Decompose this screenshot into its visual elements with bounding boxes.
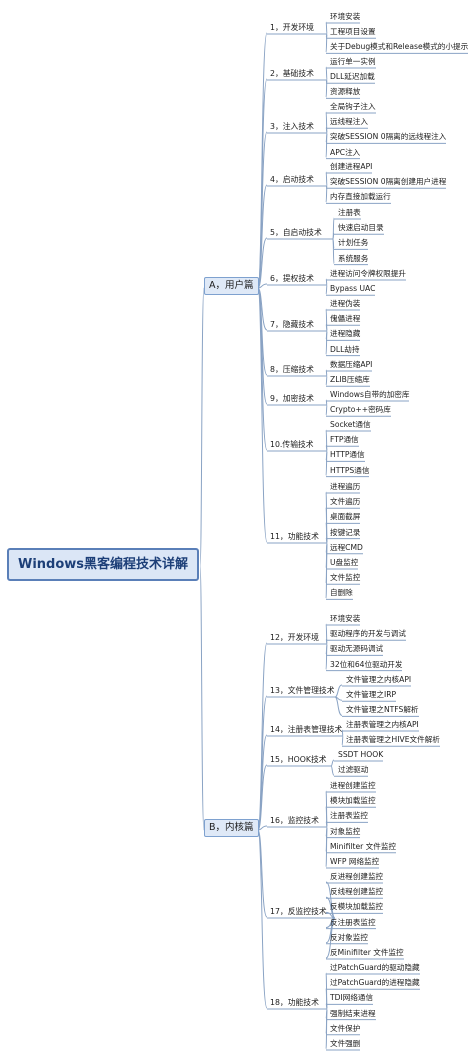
leaf-item[interactable]: 过PatchGuard的驱动隐藏: [330, 963, 420, 972]
category-15[interactable]: 15，HOOK技术: [270, 755, 327, 764]
category-8[interactable]: 8，压缩技术: [270, 365, 314, 374]
leaf-item[interactable]: 注册表: [338, 208, 361, 217]
leaf-item[interactable]: 注册表管理之HIVE文件解析: [346, 735, 440, 745]
category-13[interactable]: 13，文件管理技术: [270, 686, 335, 695]
category-12[interactable]: 12，开发环境: [270, 633, 319, 642]
leaf-item[interactable]: 远程CMD: [330, 542, 363, 552]
leaf-item[interactable]: 桌面截屏: [330, 512, 361, 522]
leaf-item[interactable]: DLL延迟加载: [330, 72, 375, 82]
leaf-item[interactable]: 环境安装: [330, 614, 361, 623]
category-11[interactable]: 11，功能技术: [270, 532, 319, 541]
leaf-item[interactable]: 反Minifilter 文件监控: [330, 948, 404, 957]
leaf-item[interactable]: U盘监控: [330, 558, 359, 567]
category-2[interactable]: 2，基础技术: [270, 69, 314, 78]
leaf-item[interactable]: 文件保护: [330, 1023, 361, 1033]
category-18[interactable]: 18，功能技术: [270, 998, 319, 1007]
category-16[interactable]: 16，监控技术: [270, 816, 319, 825]
leaf-item[interactable]: 计划任务: [338, 238, 369, 248]
leaf-item[interactable]: 运行单一实例: [330, 57, 376, 66]
category-4[interactable]: 4，启动技术: [270, 175, 314, 184]
leaf-item[interactable]: 突破SESSION 0隔离的远线程注入: [330, 132, 447, 142]
leaf-item[interactable]: 环境安装: [330, 12, 361, 21]
category-7[interactable]: 7，隐藏技术: [270, 320, 314, 329]
leaf-item[interactable]: HTTP通信: [330, 450, 365, 460]
leaf-item[interactable]: 文件遍历: [330, 497, 361, 507]
leaf-item[interactable]: 自删除: [330, 588, 353, 598]
leaf-item[interactable]: 注册表监控: [330, 811, 368, 821]
leaf-item[interactable]: 过PatchGuard的进程隐藏: [330, 978, 420, 988]
leaf-item[interactable]: 进程创建监控: [330, 781, 376, 790]
leaf-item[interactable]: HTTPS通信: [330, 465, 370, 475]
leaf-item[interactable]: DLL劫持: [330, 344, 360, 354]
leaf-item[interactable]: WFP 网络监控: [330, 857, 380, 866]
leaf-item[interactable]: 文件管理之NTFS解析: [346, 705, 419, 715]
leaf-item[interactable]: 进程隐藏: [330, 329, 361, 339]
leaf-item[interactable]: 资源释放: [330, 87, 361, 97]
leaf-item[interactable]: 关于Debug模式和Release模式的小提示: [330, 42, 469, 52]
leaf-item[interactable]: FTP通信: [330, 435, 359, 445]
leaf-item[interactable]: TDI网络通信: [330, 993, 374, 1003]
leaf-item[interactable]: 反模块加载监控: [330, 902, 384, 912]
leaf-item[interactable]: 进程访问令牌权限提升: [330, 269, 406, 278]
leaf-item[interactable]: 系统服务: [338, 253, 369, 263]
leaf-item[interactable]: 突破SESSION 0隔离创建用户进程: [330, 177, 447, 187]
leaf-item[interactable]: 强制结束进程: [330, 1008, 376, 1018]
category-10[interactable]: 10.传输技术: [270, 440, 314, 449]
leaf-item[interactable]: 进程伪装: [330, 299, 361, 308]
leaf-item[interactable]: 32位和64位驱动开发: [330, 659, 403, 669]
category-1[interactable]: 1，开发环境: [270, 23, 314, 32]
leaf-item[interactable]: 进程遍历: [330, 482, 361, 491]
leaf-item[interactable]: 按键记录: [330, 527, 361, 537]
leaf-item[interactable]: Socket通信: [330, 420, 371, 429]
leaf-item[interactable]: 反对象监控: [330, 932, 368, 942]
leaf-item[interactable]: 文件强删: [330, 1039, 361, 1048]
leaf-item[interactable]: 对象监控: [330, 826, 361, 836]
section-kernel-mode[interactable]: B，内核篇: [204, 819, 259, 837]
leaf-item[interactable]: Crypto++密码库: [330, 405, 391, 415]
leaf-item[interactable]: Windows自带的加密库: [330, 390, 410, 399]
category-9[interactable]: 9，加密技术: [270, 394, 314, 403]
leaf-item[interactable]: 驱动程序的开发与调试: [330, 629, 406, 639]
leaf-item[interactable]: 工程项目设置: [330, 27, 376, 37]
leaf-item[interactable]: APC注入: [330, 147, 361, 157]
leaf-item[interactable]: 快速启动目录: [338, 223, 384, 233]
category-17[interactable]: 17，反监控技术: [270, 907, 327, 916]
leaf-item[interactable]: 过滤驱动: [338, 765, 369, 775]
category-3[interactable]: 3，注入技术: [270, 122, 314, 131]
leaf-item[interactable]: 文件管理之IRP: [346, 690, 397, 700]
leaf-item[interactable]: Bypass UAC: [330, 284, 376, 294]
leaf-item[interactable]: 注册表管理之内核API: [346, 720, 419, 729]
leaf-item[interactable]: ZLIB压缩库: [330, 375, 370, 385]
leaf-item[interactable]: 全局钩子注入: [330, 102, 376, 111]
leaf-item[interactable]: 反进程创建监控: [330, 872, 384, 881]
leaf-item[interactable]: 创建进程API: [330, 162, 373, 171]
leaf-item[interactable]: 文件管理之内核API: [346, 675, 412, 684]
section-user-mode[interactable]: A，用户篇: [204, 277, 259, 295]
category-6[interactable]: 6，提权技术: [270, 274, 314, 283]
leaf-item[interactable]: 内存直接加载运行: [330, 192, 391, 202]
leaf-item[interactable]: SSDT HOOK: [338, 750, 384, 759]
leaf-item[interactable]: 驱动无源码调试: [330, 644, 384, 654]
root-node[interactable]: Windows黑客编程技术详解: [7, 548, 200, 581]
leaf-item[interactable]: 数据压缩API: [330, 360, 373, 369]
leaf-item[interactable]: 反注册表监控: [330, 917, 376, 927]
category-5[interactable]: 5，自启动技术: [270, 228, 322, 237]
leaf-item[interactable]: 文件监控: [330, 573, 361, 583]
leaf-item[interactable]: Minifilter 文件监控: [330, 841, 397, 851]
leaf-item[interactable]: 模块加载监控: [330, 796, 376, 806]
leaf-item[interactable]: 反线程创建监控: [330, 887, 384, 897]
leaf-item[interactable]: 远线程注入: [330, 117, 368, 127]
leaf-item[interactable]: 傀儡进程: [330, 314, 361, 324]
category-14[interactable]: 14，注册表管理技术: [270, 725, 343, 734]
